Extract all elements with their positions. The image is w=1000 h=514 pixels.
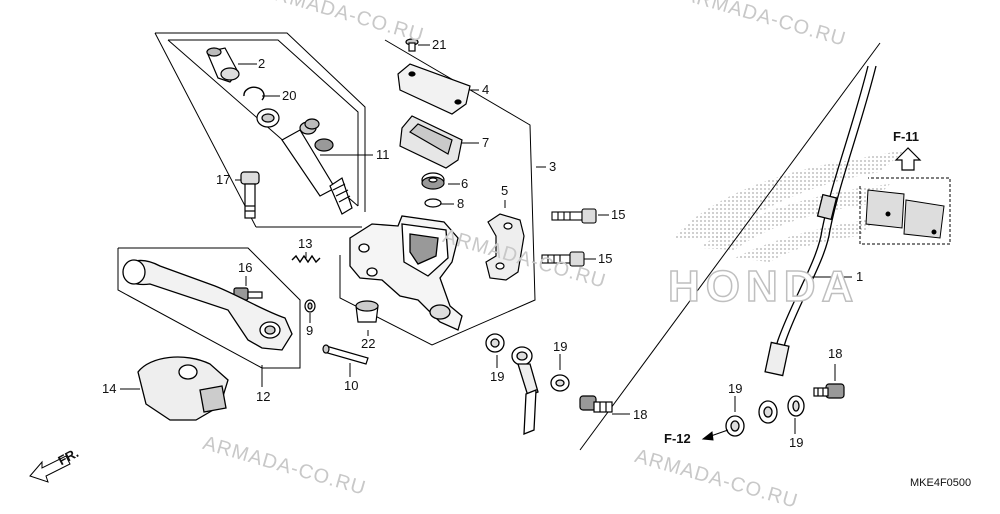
diagram-code: MKE4F0500 — [910, 477, 972, 489]
part-banjo-bolts — [579, 383, 845, 413]
part-reservoir-cap — [397, 63, 471, 115]
part-boot — [355, 300, 379, 323]
part-washer — [256, 108, 280, 128]
part-brake-lever — [122, 259, 293, 351]
callout-15-upper: 15 — [611, 207, 626, 222]
part-lever-cover — [137, 356, 229, 421]
part-sealing-washers — [485, 333, 805, 437]
callout-11: 11 — [376, 147, 390, 162]
part-hose-fitting-upper — [511, 346, 539, 435]
part-push-rod — [322, 344, 369, 365]
part-spring — [291, 254, 321, 264]
ref-f11: F-11 — [893, 129, 920, 144]
part-float — [421, 172, 445, 190]
honda-brand-text: HONDA — [667, 261, 860, 312]
part-diaphragm — [399, 115, 463, 169]
part-piston-cup — [206, 47, 240, 83]
part-brake-hose — [758, 65, 877, 424]
leader-lines — [120, 44, 852, 434]
part-collar — [304, 299, 316, 313]
parts-diagram: HONDA ARMADA-CO.RU ARMADA-CO.RU ARMADA-C… — [29, 0, 972, 513]
part-plate — [424, 198, 442, 208]
callout-19-a: 19 — [490, 369, 505, 384]
callout-19-d: 19 — [789, 435, 804, 450]
callout-18-a: 18 — [633, 407, 648, 422]
callout-18-b: 18 — [828, 346, 843, 361]
callout-21: 21 — [432, 37, 447, 52]
callout-7: 7 — [482, 135, 490, 150]
callout-12: 12 — [256, 389, 271, 404]
callout-19-c: 19 — [728, 381, 743, 396]
part-holder — [485, 213, 525, 281]
callout-3: 3 — [549, 159, 557, 174]
arrow-up-icon — [894, 147, 922, 171]
callout-19-b: 19 — [553, 339, 568, 354]
ref-f12: F-12 — [664, 431, 691, 446]
callout-16: 16 — [238, 260, 253, 275]
callout-2: 2 — [258, 56, 266, 71]
callout-20: 20 — [282, 88, 297, 103]
callout-9: 9 — [306, 323, 314, 338]
callout-14: 14 — [102, 381, 117, 396]
callout-6: 6 — [461, 176, 469, 191]
callout-1: 1 — [856, 269, 864, 284]
part-pivot-bolt — [240, 171, 260, 219]
part-holder-bolts — [541, 208, 597, 267]
diagram-canvas — [29, 32, 951, 483]
callout-8: 8 — [457, 196, 465, 211]
honda-wing-logo — [672, 150, 905, 262]
callout-5: 5 — [501, 183, 509, 198]
callout-15-lower: 15 — [598, 251, 613, 266]
callout-22: 22 — [361, 336, 376, 351]
arrow-left-icon — [701, 429, 729, 441]
front-direction-arrow-icon — [29, 455, 71, 483]
hose-clamp-detail — [859, 177, 951, 245]
callout-10: 10 — [344, 378, 359, 393]
callout-17: 17 — [216, 172, 231, 187]
callout-13: 13 — [298, 236, 313, 251]
callout-4: 4 — [482, 82, 490, 97]
part-master-cylinder-body — [349, 215, 463, 331]
part-screw — [405, 38, 419, 52]
part-piston-set — [281, 118, 353, 215]
part-circlip — [243, 86, 265, 101]
